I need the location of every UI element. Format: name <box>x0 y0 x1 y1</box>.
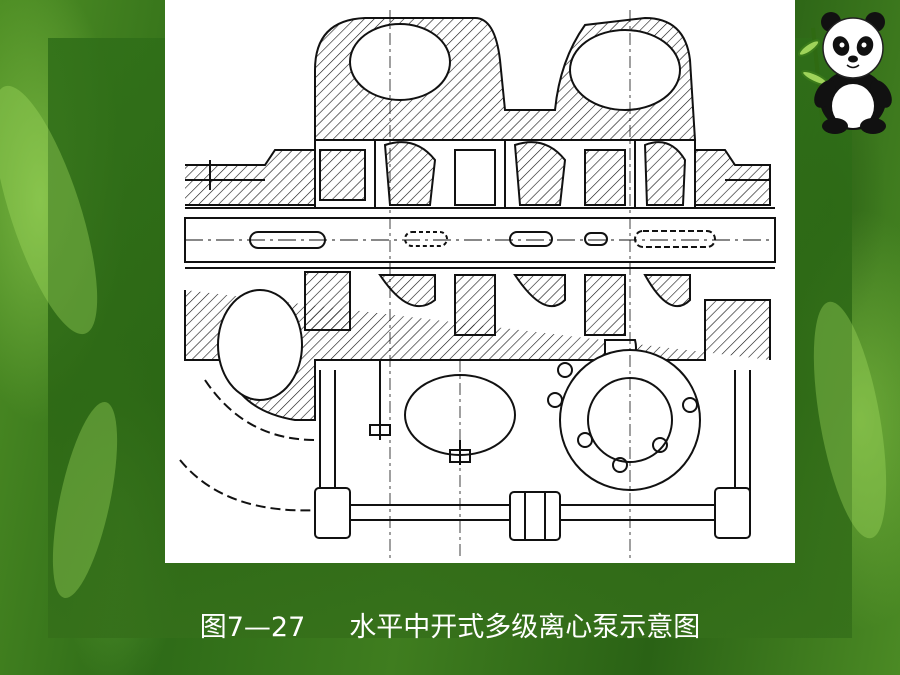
flange-bolt-holes <box>547 362 698 473</box>
figure-title: 水平中开式多级离心泵示意图 <box>349 612 701 643</box>
upper-volute-left <box>349 23 451 101</box>
upper-volute-right <box>569 29 681 111</box>
lower-volute-left <box>217 289 303 401</box>
panda-bamboo-icon <box>795 8 895 136</box>
upper-impellers <box>314 139 696 209</box>
shaft-key <box>249 231 326 249</box>
shaft-key <box>509 231 553 247</box>
balance-pipe <box>314 370 751 541</box>
discharge-arc-left <box>179 459 321 512</box>
left-bearing-housing <box>185 149 316 206</box>
figure-number: 图7—27 <box>199 612 306 643</box>
shaft-key <box>584 232 608 246</box>
right-bearing-housing <box>695 149 771 206</box>
shaft-key <box>634 230 716 248</box>
shaft-key <box>404 231 448 247</box>
figure-caption: 图7—27 水平中开式多级离心泵示意图 <box>0 605 900 644</box>
pump-cross-section-drawing <box>165 0 795 563</box>
pipe-union <box>509 491 561 541</box>
